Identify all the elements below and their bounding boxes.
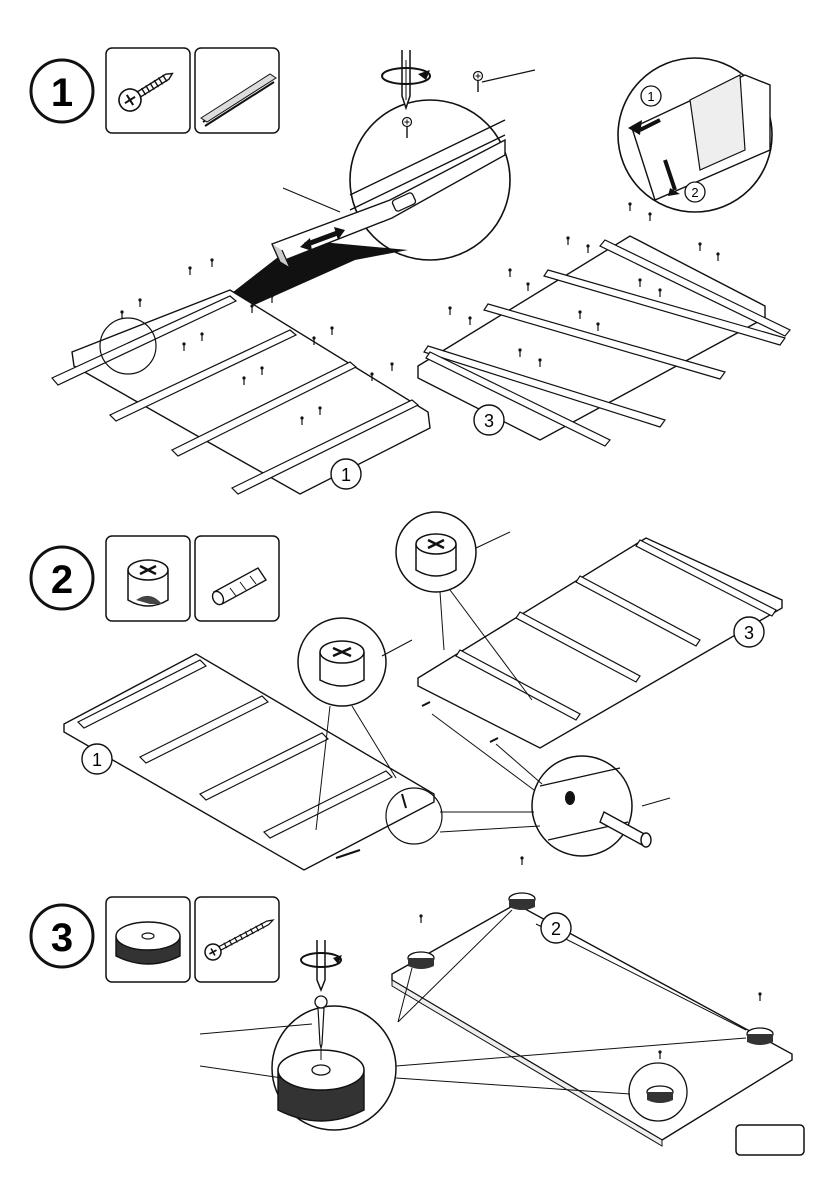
step-1-number-badge: 1 bbox=[31, 60, 93, 122]
step-3-number-badge: 3 bbox=[31, 905, 93, 967]
panel-3-label: 3 bbox=[484, 411, 494, 431]
step-2-number-badge: 2 bbox=[31, 547, 93, 609]
foot-pad-3 bbox=[747, 992, 773, 1045]
panel-3-label-badge: 3 bbox=[474, 405, 504, 435]
panel-3-label-badge-step2: 3 bbox=[734, 617, 764, 647]
screwdriver-icon-step3 bbox=[301, 940, 342, 990]
panel-1-bottom: 1 bbox=[64, 654, 442, 870]
panel-1-label-step2: 1 bbox=[92, 750, 102, 770]
step-2-number: 2 bbox=[51, 558, 73, 602]
foot-pad-icon bbox=[116, 922, 180, 964]
foot-pad-1 bbox=[408, 914, 434, 969]
release-step-2-label: 2 bbox=[691, 185, 698, 200]
step-2-parts-box-cam bbox=[106, 536, 190, 621]
step-2-parts-box-dowel bbox=[195, 536, 279, 621]
screwdriver-icon bbox=[382, 50, 430, 108]
rail-release-detail: 1 2 bbox=[618, 58, 772, 212]
step-3-number: 3 bbox=[51, 916, 73, 960]
step-1-number: 1 bbox=[51, 71, 73, 115]
step-3-parts-box-foot bbox=[106, 897, 190, 982]
cam-lock-icon bbox=[128, 560, 168, 606]
step-2: 2 bbox=[31, 512, 782, 870]
page-number-box bbox=[736, 1125, 804, 1155]
panel-3-label-step2: 3 bbox=[744, 623, 754, 643]
panel-2-label-badge: 2 bbox=[541, 913, 571, 943]
step-1-parts-box-screw bbox=[106, 48, 190, 133]
step-1: 1 bbox=[31, 48, 790, 494]
release-step-1-label: 1 bbox=[647, 89, 654, 104]
step-3: 3 bbox=[31, 856, 804, 1155]
panel-2-bottom: 2 bbox=[392, 856, 792, 1146]
step-3-parts-box-long-screw bbox=[195, 897, 279, 982]
panel-1-label-badge: 1 bbox=[331, 459, 361, 489]
panel-1-label: 1 bbox=[341, 465, 351, 485]
step-1-parts-box-rail bbox=[195, 48, 279, 133]
foot-pad-2 bbox=[509, 856, 535, 910]
panel-2-label: 2 bbox=[551, 919, 561, 939]
panel-1-label-badge-step2: 1 bbox=[82, 744, 112, 774]
detail-screw-2 bbox=[474, 72, 483, 93]
